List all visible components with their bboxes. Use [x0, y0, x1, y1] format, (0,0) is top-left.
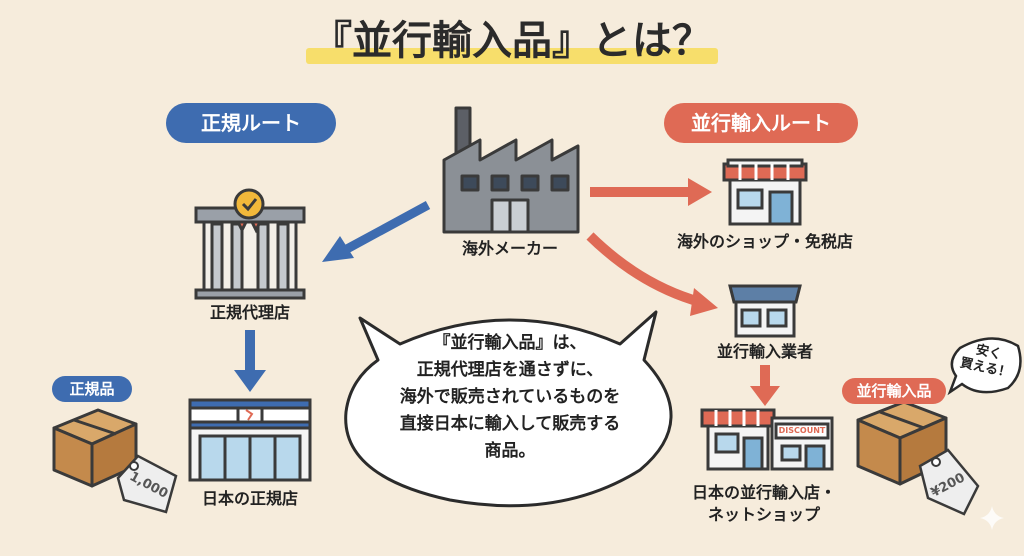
official-store-icon	[188, 398, 312, 482]
official-store-label: 日本の正規店	[201, 489, 298, 508]
title-text: 『並行輸入品』とは？	[306, 12, 718, 70]
parallel-product-tag: 並行輸入品	[842, 378, 946, 404]
discount-sign: DISCOUNT	[778, 426, 826, 435]
official-route-pill: 正規ルート	[166, 103, 336, 143]
definition-line1: 『並行輸入品』は、	[433, 333, 587, 353]
official-price-tag-icon	[116, 454, 178, 514]
sparkle-icon	[980, 506, 1004, 530]
definition-line2: 正規代理店を通さずに、	[416, 360, 604, 380]
arrow-maker-to-importer	[586, 232, 718, 316]
arrow-maker-to-agent	[322, 201, 431, 262]
parallel-store-icon	[700, 408, 834, 471]
definition-line3: 海外で販売されているものを	[399, 387, 621, 407]
parallel-store-label: 日本の並行輸入店・ ネットショップ	[664, 482, 864, 526]
arrow-maker-to-overseas-shop	[590, 178, 712, 206]
importer-label: 並行輸入業者	[716, 342, 813, 361]
parallel-store-label-line1: 日本の並行輸入店・	[691, 483, 836, 502]
overseas-shop-icon	[722, 158, 808, 226]
official-product-tag: 正規品	[52, 376, 132, 402]
official-agent-building-icon	[194, 188, 306, 300]
arrow-importer-to-store	[750, 365, 780, 406]
arrow-agent-to-store	[234, 330, 266, 392]
definition-speech-bubble	[344, 310, 673, 508]
definition-line4: 直接日本に輸入して販売する	[399, 414, 621, 434]
overseas-shop-label: 海外のショップ・免税店	[676, 232, 853, 251]
definition-text: 『並行輸入品』は、 正規代理店を通さずに、 海外で販売されているものを 直接日本…	[360, 330, 660, 465]
page-title: 『並行輸入品』とは？	[0, 12, 1024, 72]
parallel-store-label-line2: ネットショップ	[707, 505, 820, 524]
official-agent-label: 正規代理店	[209, 303, 290, 322]
cheap-speech-bubble	[947, 337, 1022, 396]
factory-icon	[442, 106, 580, 234]
maker-label: 海外メーカー	[461, 239, 558, 258]
importer-building-icon	[728, 284, 802, 338]
definition-line5: 商品。	[484, 441, 536, 461]
parallel-route-pill: 並行輸入ルート	[664, 103, 858, 143]
parallel-price-tag-icon	[918, 448, 980, 516]
